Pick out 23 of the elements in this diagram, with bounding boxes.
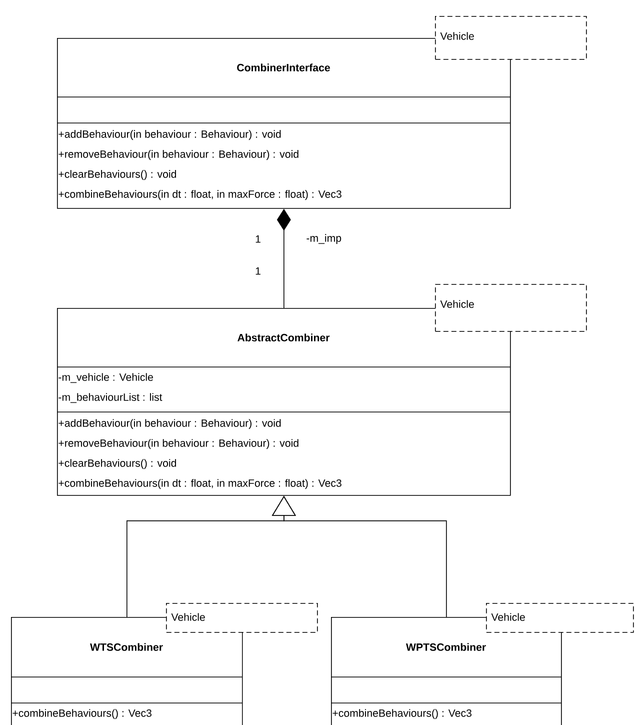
operation: +clearBehaviours() : void	[58, 459, 176, 469]
operation: +combineBehaviours(in dt : float, in maxForce : float) : Vec3	[58, 190, 342, 200]
class-name: WTSCombiner	[90, 643, 163, 651]
operation: +combineBehaviours(in dt : float, in maxForce : float) : Vec3	[58, 479, 342, 489]
operation: +addBehaviour(in behaviour : Behaviour) : void	[58, 130, 281, 140]
class-name: CombinerInterface	[237, 64, 330, 72]
class-name: WPTSCombiner	[406, 643, 486, 651]
operation: +combineBehaviours() : Vec3	[12, 709, 152, 719]
attribute: -m_behaviourList : list	[58, 393, 162, 403]
class-name: AbstractCombiner	[238, 334, 330, 342]
operation: +removeBehaviour(in behaviour : Behaviour) : void	[58, 150, 298, 160]
operation: +removeBehaviour(in behaviour : Behaviour) : void	[58, 439, 298, 449]
operation: +combineBehaviours() : Vec3	[332, 709, 472, 719]
multiplicity: 1	[256, 267, 260, 275]
operation: +addBehaviour(in behaviour : Behaviour) : void	[58, 419, 281, 429]
attribute: -m_vehicle : Vehicle	[58, 373, 153, 383]
multiplicity: 1	[256, 235, 260, 243]
template-parameter-box: Vehicle	[435, 284, 587, 332]
edge-label: -m_imp	[305, 233, 343, 245]
template-parameter-box: Vehicle	[166, 603, 318, 633]
template-parameter-box: Vehicle	[435, 16, 587, 60]
template-parameter-box: Vehicle	[486, 603, 634, 633]
operation: +clearBehaviours() : void	[58, 170, 176, 180]
